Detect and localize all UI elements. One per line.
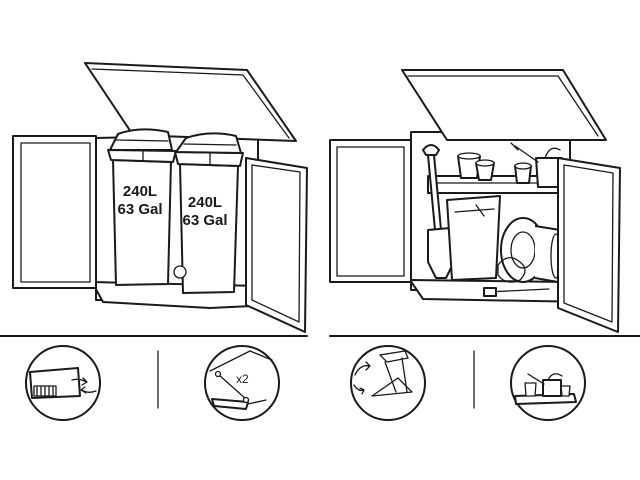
shed-door-right: [245, 157, 308, 333]
watering-can-icon: [510, 142, 563, 188]
bin-right-capacity-l: 240L: [188, 194, 222, 211]
shovel-icon: [422, 144, 455, 279]
shed-with-garden-tools: [329, 69, 621, 333]
flower-pot-icon: [475, 159, 495, 181]
chain-quantity-label: x2: [236, 372, 249, 386]
rake-icon: [483, 287, 550, 297]
flower-pot-icon: [514, 162, 532, 184]
shelf-watering-can-detail-icon: [510, 345, 586, 421]
ventilation-detail-icon: [25, 345, 101, 421]
soil-bag-icon: [446, 195, 501, 281]
bin-left-capacity-gal: 63 Gal: [117, 201, 162, 218]
flower-pot-icon: [457, 152, 481, 179]
shed-door-left: [329, 139, 412, 283]
hook-hanger-detail-icon: [350, 345, 426, 421]
bin-right-capacity-gal: 63 Gal: [182, 212, 227, 229]
shed-lid: [84, 62, 297, 142]
shed-lid: [401, 69, 607, 141]
wheelie-bin-left: [107, 128, 177, 286]
shed-with-bins: 240L 63 Gal 240L 63 Gal: [12, 62, 308, 333]
bin-left-capacity-l: 240L: [123, 183, 157, 200]
lid-chain-detail-icon: x2: [204, 345, 280, 421]
shed-door-right: [557, 157, 621, 333]
shed-door-left: [12, 135, 97, 289]
hose-reel-icon: [497, 217, 562, 283]
wheelie-bin-right: [173, 132, 244, 294]
